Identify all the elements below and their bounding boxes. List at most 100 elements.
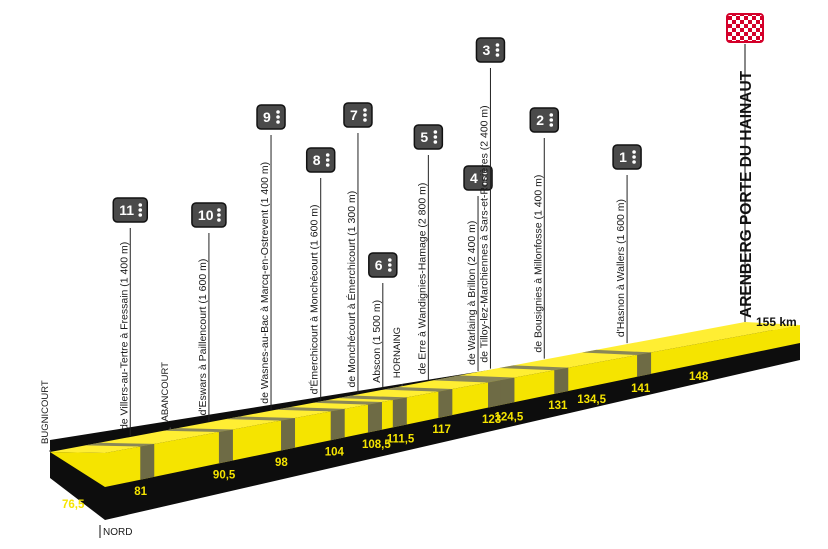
sector-name: de Wasnes-au-Bac à Marcq-en-Ostrevent (1… [259, 162, 271, 404]
difficulty-star-icon [363, 113, 367, 117]
km-markers: 76,58190,598104108,5111,5117123124,51311… [62, 371, 709, 511]
sector-band-face [438, 389, 453, 418]
finish-marker: ARENBERG PORTE DU HAINAUT 155 km [726, 13, 797, 329]
sector-name: d'Émerchicourt à Monchécourt (1 600 m) [308, 205, 321, 395]
difficulty-star-icon [276, 120, 280, 124]
difficulty-star-icon [483, 181, 487, 185]
sector-number: 3 [482, 42, 490, 58]
km-marker: 148 [689, 371, 709, 383]
difficulty-star-icon [632, 150, 636, 154]
sector-badge [191, 202, 227, 228]
sector-badge [112, 197, 149, 223]
sector-badge [612, 144, 642, 170]
sector-band-top [337, 395, 407, 400]
sector-number: 4 [470, 170, 478, 186]
sector-band-top [582, 349, 652, 356]
km-marker: 123 [482, 414, 501, 426]
difficulty-star-icon [217, 213, 221, 217]
sector-number: 11 [119, 202, 134, 218]
difficulty-star-icon [138, 208, 143, 212]
difficulty-star-icon [433, 130, 438, 134]
difficulty-star-icon [433, 135, 438, 139]
sector-band-face [554, 367, 569, 394]
sector-name: de Erre à Wandignies-Hamage (2 800 m) [416, 183, 428, 375]
difficulty-star-icon [549, 118, 554, 122]
town-name: HORNAING [392, 327, 403, 378]
town-name: ABANCOURT [160, 362, 171, 422]
sector-name: de Warlaing à Brillon (2 400 m) [466, 221, 478, 365]
sector-band-top [275, 407, 345, 412]
difficulty-star-icon [276, 110, 280, 114]
difficulty-star-icon [388, 258, 392, 262]
km-marker: 104 [325, 446, 345, 458]
difficulty-star-icon [325, 163, 330, 167]
sector-name: de Villers-au-Tertre à Fressain (1 400 m… [118, 242, 130, 430]
difficulty-star-icon [138, 203, 143, 207]
sector-band-top [433, 377, 503, 383]
sector-badge [368, 252, 398, 278]
finish-flag-icon [726, 13, 764, 43]
sector-name: de Monchécourt à Émerchicourt (1 300 m) [345, 191, 358, 388]
sector-number: 2 [536, 112, 544, 128]
km-marker: 131 [548, 400, 568, 412]
sector-band-face [500, 377, 515, 406]
sector-band-face [281, 418, 296, 451]
sector-band-face [488, 379, 503, 408]
sector-badge [256, 104, 286, 130]
sector-band-top [85, 442, 155, 447]
sector-number: 9 [263, 109, 271, 125]
sector-band-top [383, 387, 453, 392]
km-marker: 98 [275, 457, 288, 469]
sector-band-face [367, 401, 382, 433]
total-distance: 155 km [756, 315, 797, 329]
sector-name: Abscon (1 500 m) [371, 300, 383, 383]
difficulty-star-icon [217, 218, 221, 222]
sector-band-face [218, 429, 233, 464]
sector-number: 1 [619, 149, 627, 165]
region-label: NORD [103, 527, 132, 538]
km-marker: 134,5 [577, 394, 606, 406]
difficulty-star-icon [388, 268, 392, 272]
sector-band-face [330, 408, 345, 441]
sector-badge [529, 107, 560, 133]
sector-bands [85, 349, 652, 480]
sector-number: 5 [420, 129, 428, 145]
km-marker: 141 [631, 383, 651, 395]
difficulty-star-icon [363, 118, 367, 122]
km-marker: 124,5 [494, 411, 523, 423]
road-front-face [50, 325, 800, 487]
sector-band-top [312, 400, 382, 405]
km-marker: 117 [432, 424, 451, 436]
finish-name: ARENBERG PORTE DU HAINAUT [738, 70, 755, 318]
sector-number: 10 [198, 207, 214, 223]
sector-badge [413, 124, 444, 150]
difficulty-star-icon [363, 108, 367, 112]
sector-band-top [445, 375, 515, 381]
difficulty-star-icon [549, 123, 554, 127]
sector-band-face [637, 352, 652, 377]
km-marker: 90,5 [213, 470, 236, 482]
km-marker: 76,5 [62, 499, 85, 511]
sector-number: 7 [350, 107, 358, 123]
km-marker: 111,5 [387, 434, 415, 446]
difficulty-star-icon [495, 48, 500, 52]
sector-band-top [499, 365, 569, 371]
difficulty-star-icon [495, 43, 500, 47]
difficulty-star-icon [276, 115, 280, 119]
km-marker: 108,5 [362, 439, 391, 451]
sector-badge [475, 37, 506, 63]
difficulty-star-icon [138, 213, 143, 217]
sector-band-face [140, 443, 155, 480]
difficulty-star-icon [632, 160, 636, 164]
sector-badge [343, 102, 373, 128]
difficulty-star-icon [483, 176, 487, 180]
difficulty-star-icon [632, 155, 636, 159]
sector-badge [305, 147, 336, 173]
difficulty-star-icon [433, 140, 438, 144]
difficulty-star-icon [549, 113, 554, 117]
difficulty-star-icon [495, 53, 500, 57]
difficulty-star-icon [388, 263, 392, 267]
sector-band-top [226, 416, 296, 421]
